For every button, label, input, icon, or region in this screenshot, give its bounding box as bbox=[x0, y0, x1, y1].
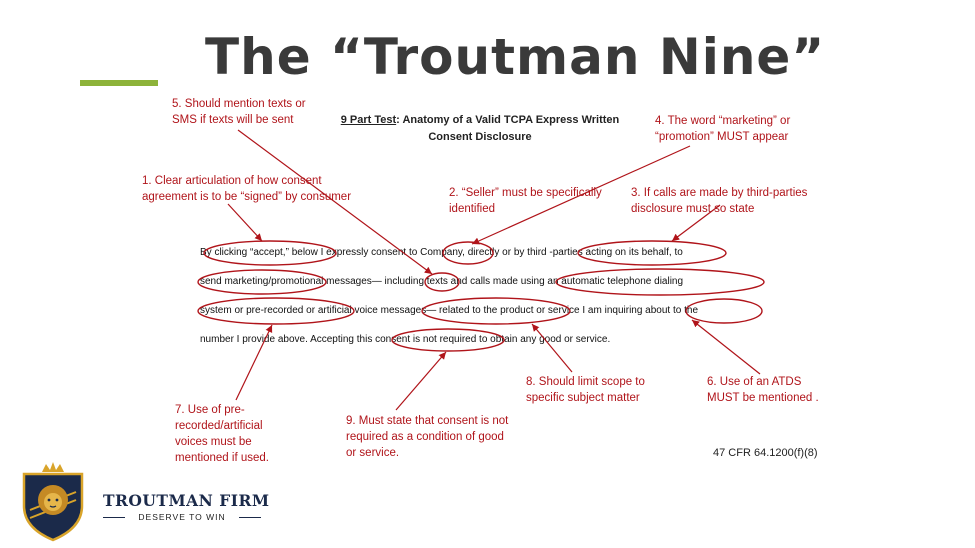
ellipse-related-to-product bbox=[421, 297, 571, 325]
ellipse-company bbox=[442, 241, 494, 265]
note-7-prerecorded: 7. Use of pre-recorded/artificial voices… bbox=[175, 404, 269, 464]
lion-crest-icon bbox=[22, 462, 84, 542]
firm-name: TROUTMAN FIRM bbox=[103, 491, 270, 510]
note-6-atds: 6. Use of an ATDS MUST be mentioned . bbox=[707, 376, 819, 404]
note-1-signed: 1. Clear articulation of how consent agr… bbox=[142, 175, 352, 203]
ellipse-including bbox=[424, 272, 460, 292]
slide-title: The “Troutman Nine” bbox=[205, 28, 826, 86]
note-3-third-parties: 3. If calls are made by third-parties di… bbox=[631, 187, 808, 215]
arrow-7 bbox=[235, 324, 273, 401]
note-9-not-required: 9. Must state that consent is not requir… bbox=[346, 415, 509, 459]
arrow-8 bbox=[531, 323, 573, 373]
note-4-marketing: 4. The word “marketing” or “promotion” M… bbox=[655, 115, 791, 143]
note-8-scope: 8. Should limit scope to specific subjec… bbox=[526, 376, 645, 404]
note-2-seller: 2. “Seller” must be specifically identif… bbox=[449, 187, 602, 215]
subtitle-description: : Anatomy of a Valid TCPA Express Writte… bbox=[396, 114, 620, 143]
firm-tagline: DESERVE TO WIN bbox=[103, 512, 261, 522]
ellipse-marketing-promotional bbox=[197, 269, 327, 295]
arrow-1 bbox=[227, 203, 263, 242]
disclosure-line-2: send marketing/promotional messages— inc… bbox=[200, 276, 684, 287]
ellipse-third-parties bbox=[577, 240, 727, 266]
regulation-citation: 47 CFR 64.1200(f)(8) bbox=[713, 447, 818, 459]
arrow-3 bbox=[671, 204, 721, 242]
ellipse-about-to-the bbox=[685, 298, 763, 324]
arrow-6 bbox=[691, 319, 761, 375]
arrow-5 bbox=[237, 129, 433, 275]
disclosure-line-1: By clicking “accept,” below I expressly … bbox=[200, 247, 683, 258]
arrow-9 bbox=[395, 351, 447, 411]
ellipse-prerecorded-voice bbox=[197, 297, 355, 325]
disclosure-line-4: number I provide above. Accepting this c… bbox=[200, 334, 611, 345]
subtitle-test-label: 9 Part Test bbox=[340, 114, 397, 126]
note-5-texts: 5. Should mention texts or SMS if texts … bbox=[172, 98, 306, 126]
ellipse-consent-not-required bbox=[391, 328, 505, 352]
arrow-4 bbox=[471, 145, 691, 245]
title-accent-bar bbox=[80, 80, 158, 86]
disclosure-line-3: system or pre-recorded or artificial voi… bbox=[200, 305, 699, 316]
slide-subtitle: 9 Part Test: Anatomy of a Valid TCPA Exp… bbox=[330, 112, 630, 146]
ellipse-automatic-dialing bbox=[555, 268, 765, 296]
ellipse-by-clicking-accept bbox=[203, 240, 337, 266]
